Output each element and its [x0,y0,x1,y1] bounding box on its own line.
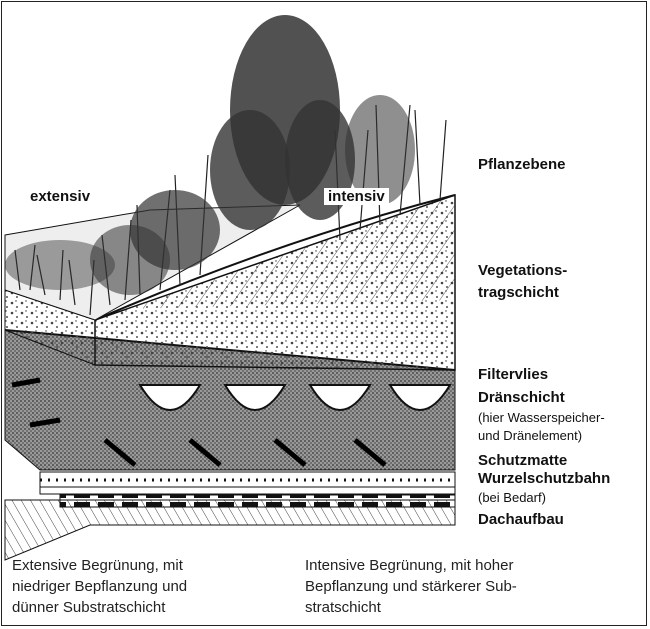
roof-structure [4,499,456,561]
label-plant-level: Pflanzebene [478,156,566,173]
substrate-hatched [95,195,455,320]
label-vegetation-1: Vegetations- [478,262,568,279]
label-root-barrier-note: (bei Bedarf) [478,490,546,505]
protection-mat-layer [39,471,456,495]
label-protection-mat: Schutzmatte [478,452,568,469]
label-drainage-note-1: (hier Wasserspeicher- [478,410,605,425]
label-vegetation-2: tragschicht [478,284,559,301]
tree [5,15,415,295]
root-barrier-layer [59,494,456,508]
label-drainage: Dränschicht [478,389,565,406]
intensive-tag: intensiv [324,188,389,205]
label-filter: Filtervlies [478,366,549,383]
extensive-tag: extensiv [30,188,91,205]
label-root-barrier: Wurzelschutzbahn [478,470,611,487]
caption-intensive: Intensive Begrünung, mit hoher Bepflanzu… [305,557,517,616]
drainage-arrows [11,377,387,467]
label-drainage-note-2: und Dränelement) [478,428,583,443]
drainage-cups [138,384,452,411]
label-roof: Dachaufbau [478,511,564,528]
intensive-surface-edge [94,194,456,321]
caption-extensive: Extensive Begrünung, mit niedriger Bepfl… [12,557,188,616]
